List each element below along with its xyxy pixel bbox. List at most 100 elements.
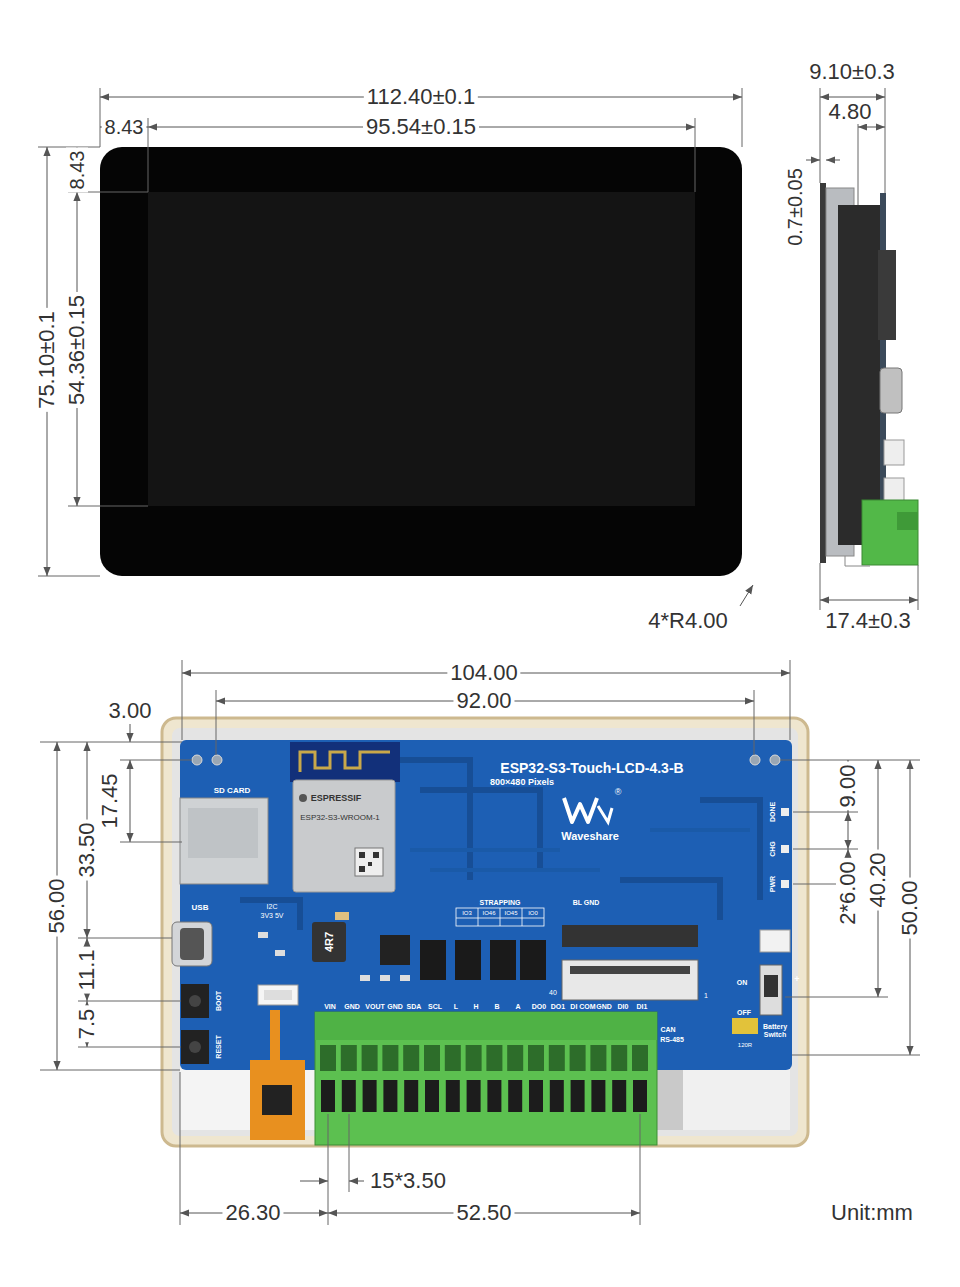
sd-card-slot <box>188 808 258 858</box>
silkscreen-label: BL GND <box>573 899 600 906</box>
dimension-line <box>820 600 918 601</box>
mounting-hole <box>750 755 760 765</box>
components <box>380 935 410 965</box>
silkscreen-label: Battery Switch <box>760 1023 790 1038</box>
terminal-block <box>486 1045 502 1071</box>
battery-connector <box>760 930 790 952</box>
dimension-label: 92.00 <box>453 689 514 713</box>
leds <box>781 845 789 853</box>
battery-switch <box>760 965 782 1015</box>
terminal-block <box>404 1080 418 1112</box>
i2c-connector <box>258 985 298 1005</box>
terminal-block <box>445 1045 461 1071</box>
usb-c-port <box>180 928 204 960</box>
extension-line <box>820 563 918 610</box>
side-view <box>838 205 882 545</box>
components <box>455 940 481 980</box>
pcb <box>180 740 792 1070</box>
components <box>258 912 546 981</box>
leds <box>781 808 789 888</box>
terminal-block <box>590 1045 606 1071</box>
extension-line <box>182 660 790 755</box>
terminal-block <box>342 1080 356 1112</box>
terminal-block <box>570 1045 586 1071</box>
side-view <box>897 512 918 530</box>
dimension-label: 8.43 <box>102 116 147 138</box>
side-view <box>884 440 904 465</box>
components <box>380 975 390 981</box>
esp32-module <box>293 780 395 892</box>
dimension-label: 3.00 <box>106 699 155 723</box>
leader-arrow <box>300 1181 328 1182</box>
silkscreen-label: RESET <box>215 1035 222 1058</box>
extension-line <box>38 88 920 1225</box>
components <box>400 975 410 981</box>
dimension-label: 54.36±0.15 <box>65 292 89 408</box>
lcd-front-view <box>148 192 695 506</box>
silkscreen-label: DI0 <box>618 1003 629 1010</box>
silkscreen-label: STRAPPING <box>480 899 521 906</box>
terminal-block <box>425 1080 439 1112</box>
i2c-connector <box>258 985 298 1005</box>
mounting-hole <box>212 755 222 765</box>
pcb <box>410 830 750 870</box>
components <box>490 940 516 980</box>
terminal-block <box>321 1080 335 1112</box>
lcd-front-view <box>100 147 742 576</box>
silkscreen-label: DONE <box>769 802 776 822</box>
touch-flex-cable <box>250 1060 305 1140</box>
dimension-label: 33.50 <box>75 819 99 880</box>
silkscreen-label: SCL <box>428 1003 442 1010</box>
dimension-label: 40.20 <box>866 849 890 910</box>
strapping-table <box>456 908 544 926</box>
terminal-block <box>315 1012 657 1145</box>
silkscreen-label: ESP32-S3-WROOM-1 <box>300 814 380 822</box>
silkscreen-label: 120R <box>738 1042 752 1048</box>
waveshare-logo <box>598 806 612 822</box>
dimension-line <box>848 812 849 849</box>
esp32-module <box>359 852 379 872</box>
side-view <box>820 183 918 566</box>
leader-arrow <box>806 160 820 161</box>
leader-arrow <box>826 160 840 161</box>
terminal-block <box>403 1045 419 1071</box>
dimension-label: 11.1 <box>75 946 99 993</box>
silkscreen-label: DO1 <box>551 1003 565 1010</box>
mounting-hole <box>192 755 780 765</box>
battery-switch <box>764 975 778 997</box>
terminal-block <box>467 1080 481 1112</box>
silkscreen-label: CHG <box>769 841 776 857</box>
waveshare-logo <box>564 798 597 822</box>
terminal-block <box>550 1080 564 1112</box>
terminal-block <box>363 1080 377 1112</box>
silkscreen-label: IO45 <box>504 910 517 916</box>
side-view <box>884 478 904 503</box>
terminal-block <box>612 1080 626 1112</box>
terminal-block <box>362 1045 378 1071</box>
dimension-label: 75.10±0.1 <box>35 308 59 412</box>
dimension-label: 104.00 <box>447 661 520 685</box>
leader-arrow <box>349 1181 364 1182</box>
waveshare-logo <box>564 798 612 822</box>
sd-card-slot <box>180 798 268 884</box>
silkscreen-label: GND <box>596 1003 612 1010</box>
push-button <box>181 1030 209 1064</box>
side-view <box>820 183 826 563</box>
mounting-hole <box>192 755 202 765</box>
side-view <box>878 250 896 340</box>
silkscreen-label: GND <box>387 1003 403 1010</box>
terminal-block <box>591 1080 605 1112</box>
terminal-block <box>320 1045 648 1071</box>
terminal-block <box>611 1045 627 1071</box>
terminal-block <box>529 1080 543 1112</box>
dimension-label: 2*6.00 <box>836 858 860 928</box>
dimension-label: 0.7±0.05 <box>784 165 806 249</box>
components <box>520 940 546 980</box>
terminal-block <box>487 1080 501 1112</box>
leader-arrow <box>130 160 840 1181</box>
silkscreen-label: ® <box>615 788 622 797</box>
silkscreen-label: CAN <box>660 1026 675 1033</box>
leader-arrow <box>130 724 131 742</box>
